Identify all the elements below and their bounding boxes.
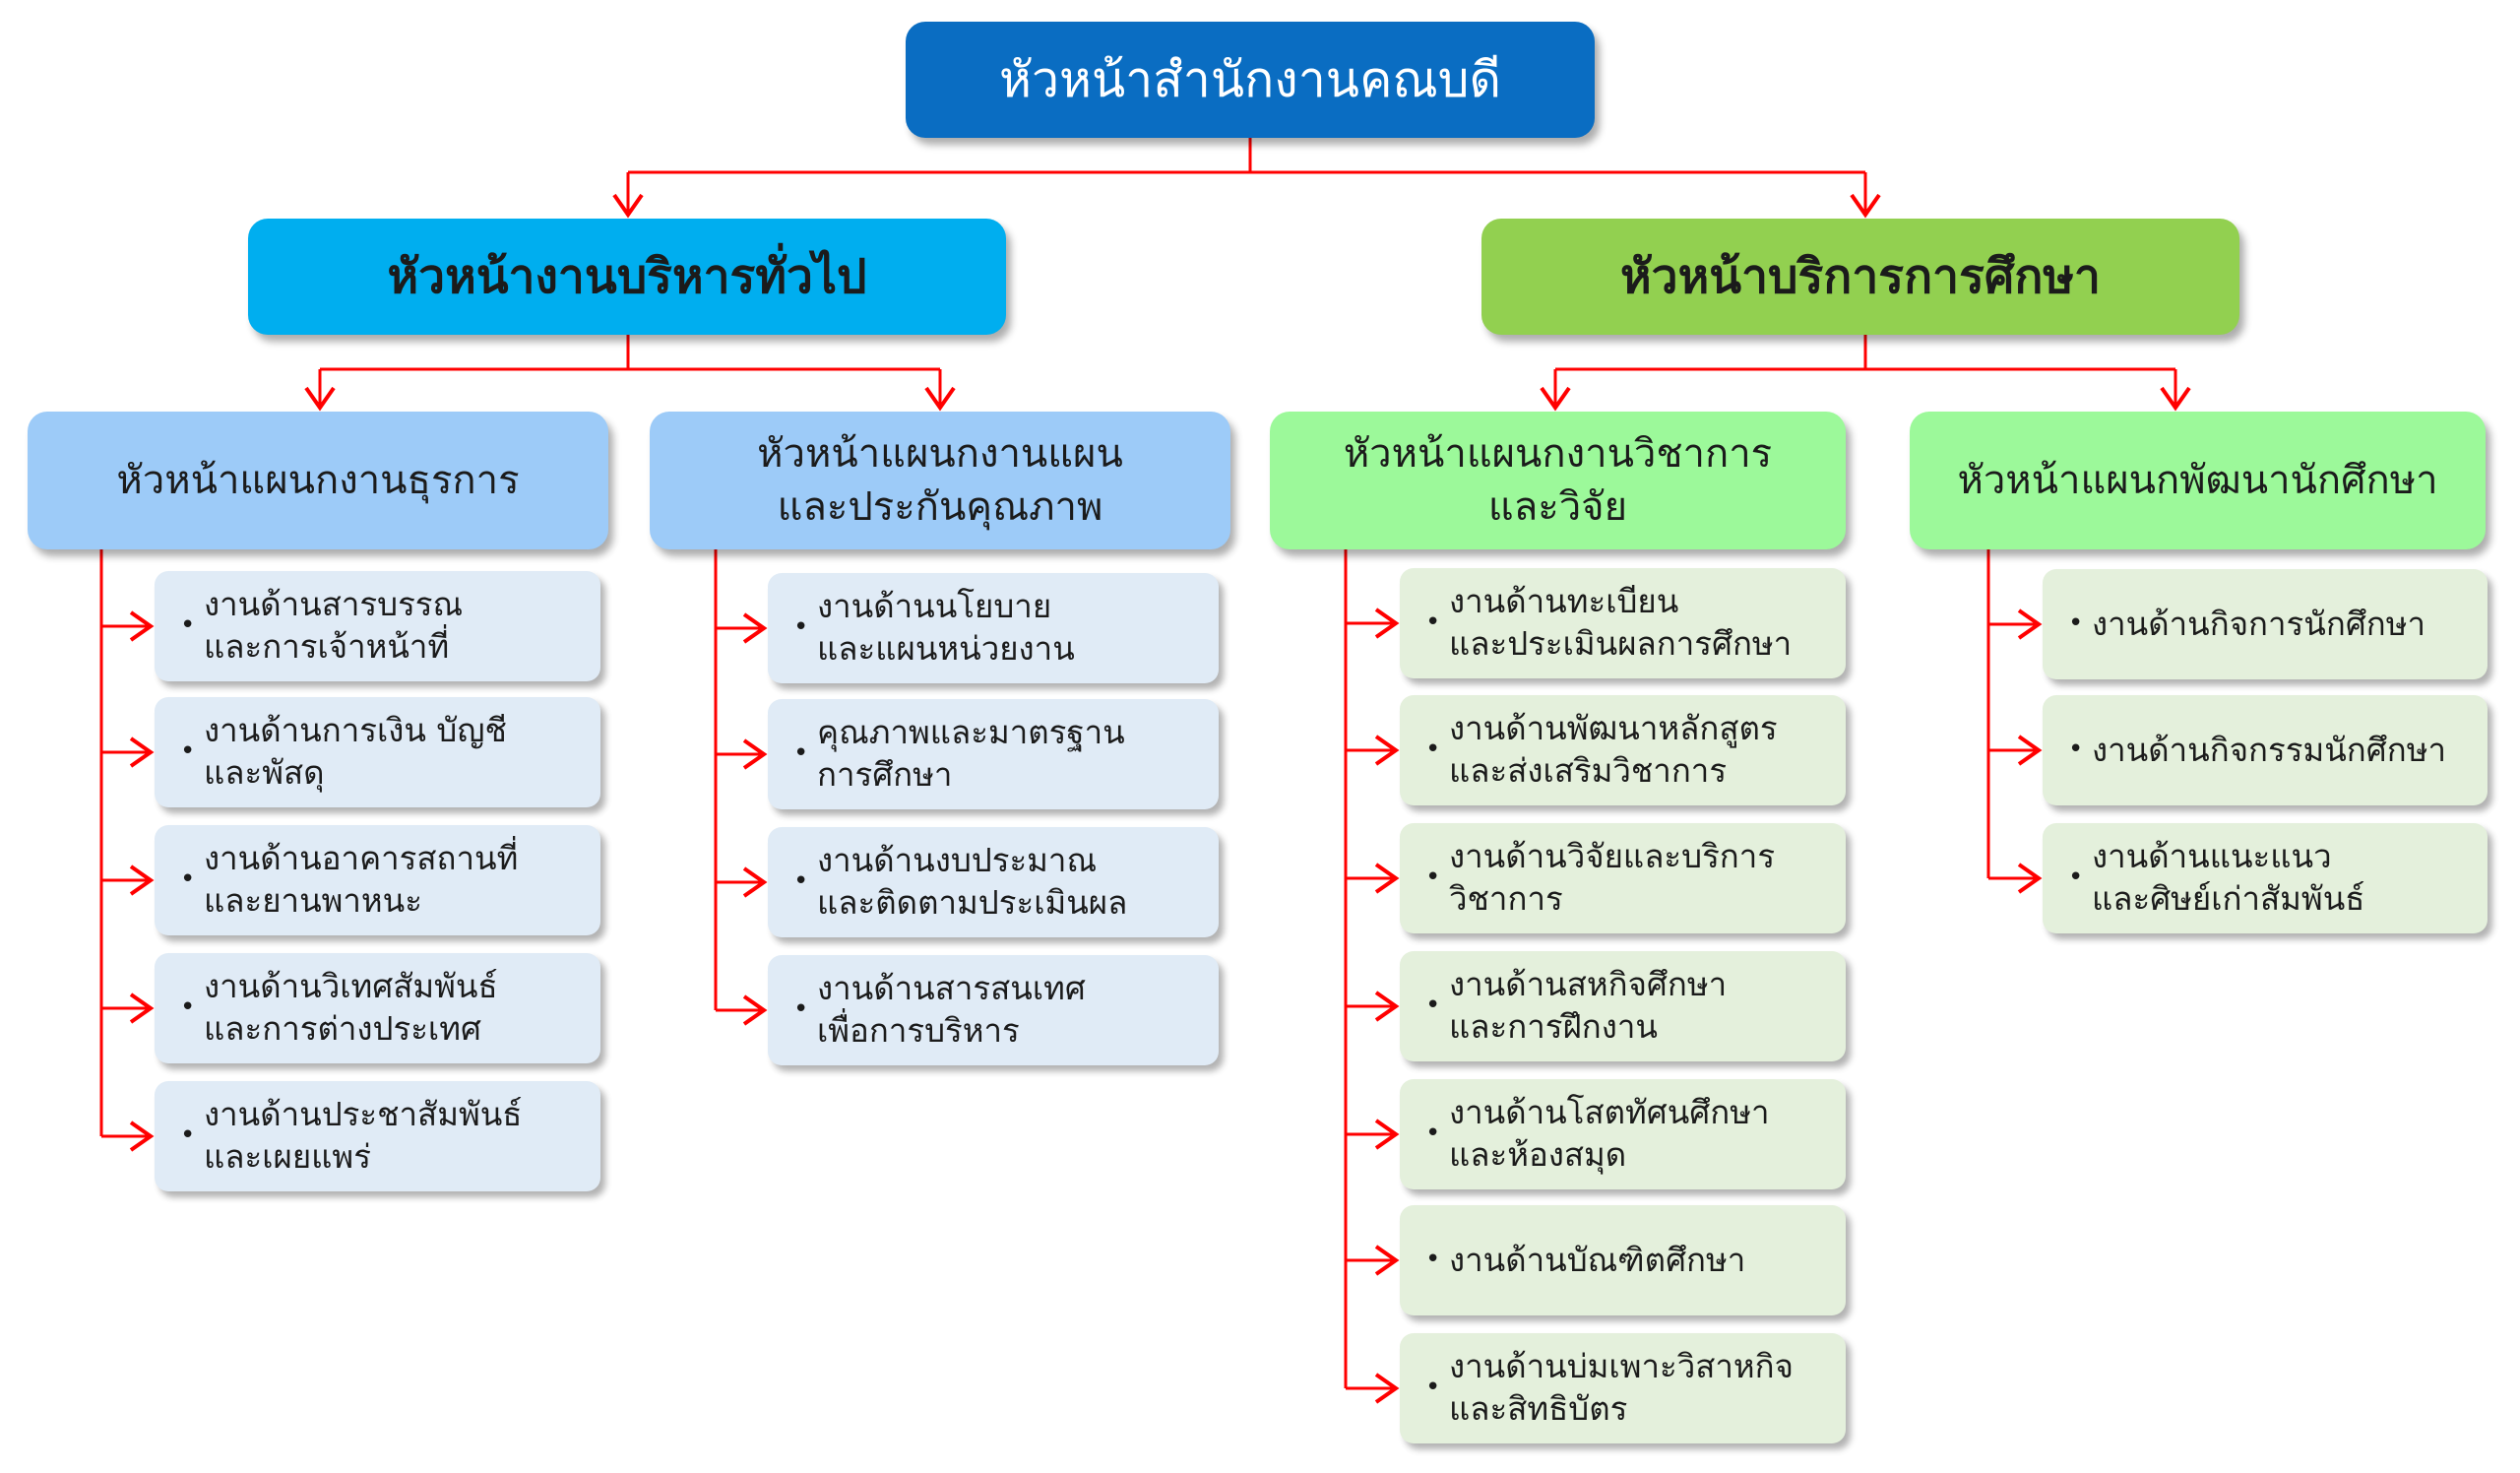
section-planning-quality: หัวหน้าแผนกงานแผน และประกันคุณภาพ <box>650 412 1230 549</box>
arrow-down-icon <box>1850 193 1881 219</box>
section-label: หัวหน้าแผนกงานแผน และประกันคุณภาพ <box>757 431 1123 530</box>
task-label: งานด้านทะเบียน และประเมินผลการศึกษา <box>1449 582 1793 663</box>
task-label: งานด้านอาคารสถานที่ และยานพาหนะ <box>204 839 519 920</box>
bullet-icon: • <box>793 612 809 643</box>
bullet-icon: • <box>180 865 196 895</box>
task-label: งานด้านวิเทศสัมพันธ์ และการต่างประเทศ <box>204 967 498 1048</box>
arrow-right-icon <box>129 610 155 642</box>
bullet-icon: • <box>180 993 196 1023</box>
arrow-right-icon <box>129 865 155 896</box>
bullet-icon: • <box>1425 1373 1441 1403</box>
task-label: งานด้านพัฒนาหลักสูตร และส่งเสริมวิชาการ <box>1449 709 1778 790</box>
task-label: งานด้านงบประมาณ และติดตามประเมินผล <box>817 841 1128 922</box>
root-label: หัวหน้าสำนักงานคณบดี <box>998 50 1501 108</box>
division-education-services: หัวหน้าบริการการศึกษา <box>1481 219 2239 335</box>
bullet-icon: • <box>793 738 809 769</box>
task-item: • งานด้านบัณฑิตศึกษา <box>1400 1205 1846 1315</box>
bullet-icon: • <box>1425 991 1441 1021</box>
bullet-icon: • <box>1425 608 1441 638</box>
bullet-icon: • <box>2068 863 2084 893</box>
arrow-down-icon <box>304 386 336 412</box>
bullet-icon: • <box>793 994 809 1025</box>
division-label: หัวหน้าบริการการศึกษา <box>1620 249 2101 304</box>
division-general-admin: หัวหน้างานบริหารทั่วไป <box>248 219 1006 335</box>
task-label: งานด้านบ่มเพาะวิสาหกิจ และสิทธิบัตร <box>1449 1347 1794 1428</box>
bullet-icon: • <box>1425 1245 1441 1275</box>
task-item: • งานด้านสารบรรณ และการเจ้าหน้าที่ <box>155 571 600 681</box>
task-label: งานด้านประชาสัมพันธ์ และเผยแพร่ <box>204 1095 523 1176</box>
arrow-right-icon <box>129 736 155 768</box>
arrow-right-icon <box>742 994 768 1026</box>
task-item: • งานด้านบ่มเพาะวิสาหกิจ และสิทธิบัตร <box>1400 1333 1846 1443</box>
task-item: • งานด้านทะเบียน และประเมินผลการศึกษา <box>1400 568 1846 678</box>
arrow-right-icon <box>1374 1245 1400 1276</box>
arrow-down-icon <box>1540 386 1571 412</box>
arrow-right-icon <box>742 738 768 770</box>
arrow-right-icon <box>2017 608 2043 640</box>
task-item: • งานด้านวิเทศสัมพันธ์ และการต่างประเทศ <box>155 953 600 1063</box>
task-item: • งานด้านงบประมาณ และติดตามประเมินผล <box>768 827 1219 937</box>
task-item: • งานด้านโสตทัศนศึกษา และห้องสมุด <box>1400 1079 1846 1189</box>
task-item: • งานด้านแนะแนว และศิษย์เก่าสัมพันธ์ <box>2043 823 2488 933</box>
arrow-right-icon <box>129 993 155 1024</box>
task-label: คุณภาพและมาตรฐาน การศึกษา <box>817 713 1125 794</box>
task-item: • งานด้านพัฒนาหลักสูตร และส่งเสริมวิชาการ <box>1400 695 1846 805</box>
arrow-right-icon <box>1374 1119 1400 1150</box>
task-item: • งานด้านนโยบาย และแผนหน่วยงาน <box>768 573 1219 683</box>
arrow-right-icon <box>1374 991 1400 1022</box>
section-label: หัวหน้าแผนกพัฒนานักศึกษา <box>1957 458 2438 503</box>
section-administrative: หัวหน้าแผนกงานธุรการ <box>28 412 608 549</box>
task-label: งานด้านโสตทัศนศึกษา และห้องสมุด <box>1449 1093 1770 1174</box>
arrow-down-icon <box>924 386 956 412</box>
arrow-right-icon <box>1374 735 1400 766</box>
arrow-right-icon <box>2017 735 2043 766</box>
bullet-icon: • <box>180 1121 196 1151</box>
task-item: • งานด้านสหกิจศึกษา และการฝึกงาน <box>1400 951 1846 1061</box>
section-academic-research: หัวหน้าแผนกงานวิชาการ และวิจัย <box>1270 412 1846 549</box>
section-label: หัวหน้าแผนกงานวิชาการ และวิจัย <box>1343 431 1773 530</box>
arrow-right-icon <box>742 866 768 898</box>
bullet-icon: • <box>793 866 809 897</box>
arrow-right-icon <box>1374 608 1400 639</box>
root-box: หัวหน้าสำนักงานคณบดี <box>906 22 1595 138</box>
task-label: งานด้านกิจการนักศึกษา <box>2092 604 2426 643</box>
arrow-right-icon <box>129 1121 155 1152</box>
arrow-right-icon <box>2017 863 2043 894</box>
task-item: • งานด้านกิจกรรมนักศึกษา <box>2043 695 2488 805</box>
task-label: งานด้านการเงิน บัญชี และพัสดุ <box>204 711 507 792</box>
arrow-right-icon <box>1374 863 1400 894</box>
task-item: • งานด้านกิจการนักศึกษา <box>2043 569 2488 679</box>
task-item: • งานด้านวิจัยและบริการ วิชาการ <box>1400 823 1846 933</box>
task-item: • งานด้านประชาสัมพันธ์ และเผยแพร่ <box>155 1081 600 1191</box>
arrow-right-icon <box>1374 1373 1400 1404</box>
arrow-down-icon <box>2160 386 2191 412</box>
task-item: • คุณภาพและมาตรฐาน การศึกษา <box>768 699 1219 809</box>
bullet-icon: • <box>1425 1119 1441 1149</box>
task-label: งานด้านแนะแนว และศิษย์เก่าสัมพันธ์ <box>2092 837 2365 918</box>
section-label: หัวหน้าแผนกงานธุรการ <box>116 458 520 503</box>
task-label: งานด้านวิจัยและบริการ วิชาการ <box>1449 837 1776 918</box>
arrow-right-icon <box>742 612 768 644</box>
task-label: งานด้านนโยบาย และแผนหน่วยงาน <box>817 587 1075 668</box>
task-item: • งานด้านอาคารสถานที่ และยานพาหนะ <box>155 825 600 935</box>
task-label: งานด้านสารสนเทศ เพื่อการบริหาร <box>817 969 1086 1050</box>
task-item: • งานด้านสารสนเทศ เพื่อการบริหาร <box>768 955 1219 1065</box>
division-label: หัวหน้างานบริหารทั่วไป <box>387 249 867 304</box>
bullet-icon: • <box>180 736 196 767</box>
bullet-icon: • <box>1425 735 1441 765</box>
task-label: งานด้านสารบรรณ และการเจ้าหน้าที่ <box>204 585 464 666</box>
bullet-icon: • <box>1425 863 1441 893</box>
task-label: งานด้านสหกิจศึกษา และการฝึกงาน <box>1449 965 1728 1046</box>
arrow-down-icon <box>612 193 644 219</box>
bullet-icon: • <box>180 610 196 641</box>
task-label: งานด้านกิจกรรมนักศึกษา <box>2092 730 2446 769</box>
task-label: งานด้านบัณฑิตศึกษา <box>1449 1240 1746 1279</box>
bullet-icon: • <box>2068 735 2084 765</box>
task-item: • งานด้านการเงิน บัญชี และพัสดุ <box>155 697 600 807</box>
bullet-icon: • <box>2068 608 2084 639</box>
section-student-development: หัวหน้าแผนกพัฒนานักศึกษา <box>1910 412 2486 549</box>
